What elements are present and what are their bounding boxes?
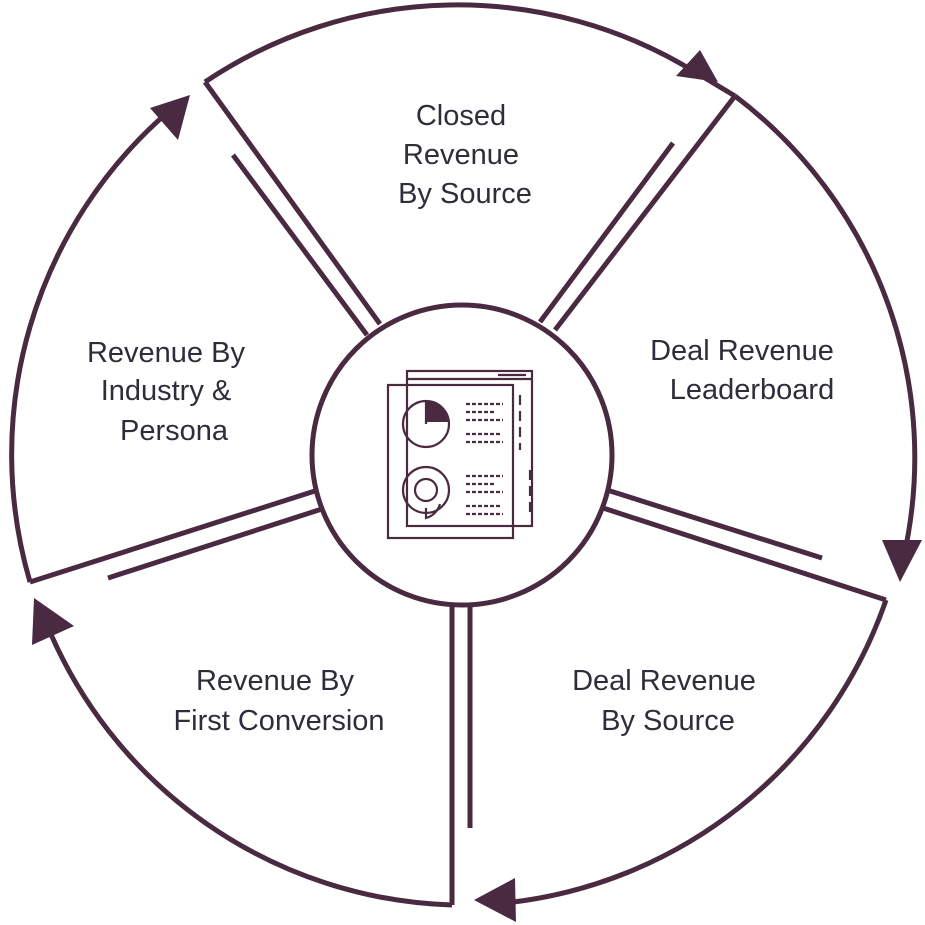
segment-label-industry: Revenue By Industry & Persona: [87, 337, 253, 447]
segment-industry-outline: [9, 110, 170, 583]
segment-first-conversion-outline: [42, 619, 453, 908]
center-hub: [309, 302, 615, 608]
segment-dividers: [29, 80, 887, 905]
segment-labels: Closed Revenue By Source Deal Revenue Le…: [87, 100, 842, 737]
arrow-head-top-right: [676, 50, 718, 82]
segment-deal-source-outline: [504, 599, 889, 906]
segment-leaderboard-outline: [733, 94, 918, 561]
segment-outlines: [9, 2, 918, 908]
segment-closed-outline: [203, 2, 737, 99]
segment-label-deal-source: Deal Revenue By Source: [572, 665, 764, 737]
report-document-icon: [386, 369, 534, 540]
segment-label-leaderboard: Deal Revenue Leaderboard: [650, 335, 842, 406]
segment-label-closed: Closed Revenue By Source: [398, 100, 532, 210]
cycle-arrows: [32, 50, 922, 922]
arrow-head-top-left: [150, 95, 190, 140]
arrow-head-bottom: [474, 878, 516, 922]
segment-label-first-conversion: Revenue By First Conversion: [173, 665, 384, 737]
arrow-head-left: [32, 598, 74, 645]
arrow-head-right: [882, 540, 922, 582]
